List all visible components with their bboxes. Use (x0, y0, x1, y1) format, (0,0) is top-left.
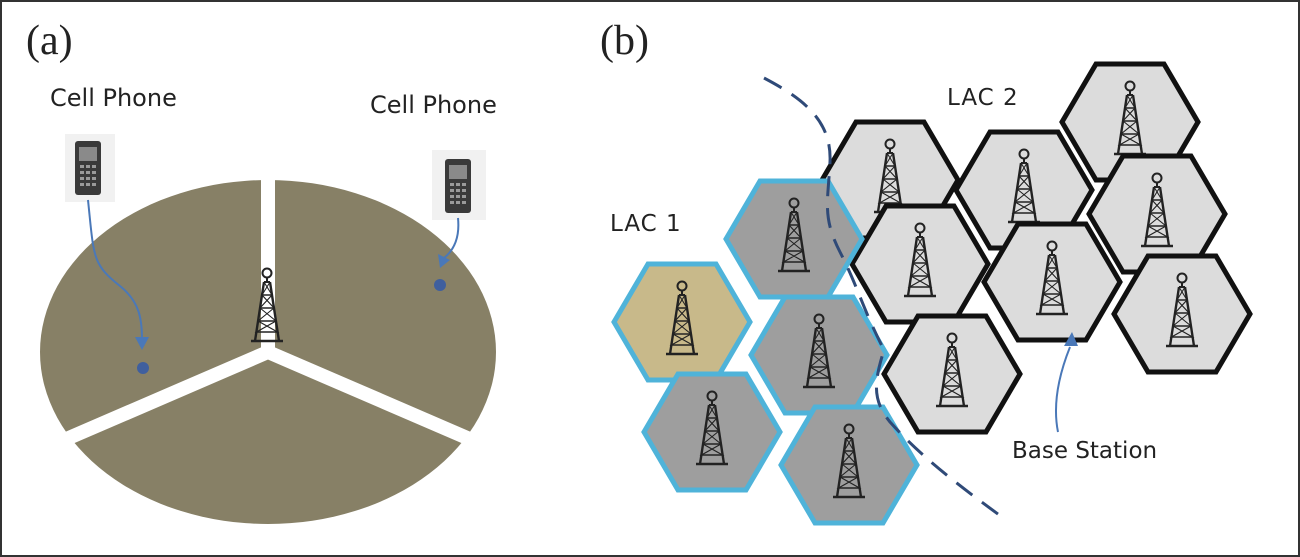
lac2-cell (884, 316, 1020, 432)
lac1-label: LAC 1 (610, 211, 682, 237)
phone-left-label: Cell Phone (50, 84, 177, 112)
lac2-label: LAC 2 (947, 85, 1019, 111)
phone-right-label: Cell Phone (370, 91, 497, 119)
phone-left-location-dot (137, 362, 149, 374)
panel-b-label: (b) (600, 18, 649, 64)
phone-left-arrow (87, 199, 143, 341)
sector-divider (61, 345, 271, 447)
phone-right-location-dot (434, 279, 446, 291)
phone-left-arrowhead (135, 337, 149, 350)
mobile-phone-icon (75, 141, 101, 195)
phone-right-arrow (443, 217, 460, 259)
lac1-cell-highlighted (614, 264, 750, 380)
mobile-phone-icon (445, 159, 471, 213)
sector-divider (265, 345, 475, 447)
lac2-cells (822, 64, 1250, 432)
lac1-cell (644, 374, 780, 490)
base-station-label: Base Station (1012, 438, 1157, 464)
phone-right-arrowhead (438, 254, 450, 268)
lac-boundary-line (763, 76, 1003, 519)
cell-sectors (40, 172, 496, 524)
base-station-arrowhead (1064, 332, 1078, 346)
panel-b: (b) LAC 1 LAC 2 Base Station (600, 18, 1250, 523)
panel-a: (a) Cell Phone Cell Phone (26, 18, 497, 524)
panel-a-label: (a) (26, 18, 73, 64)
lac1-cell (781, 407, 917, 523)
base-station-arrow (1054, 346, 1071, 433)
